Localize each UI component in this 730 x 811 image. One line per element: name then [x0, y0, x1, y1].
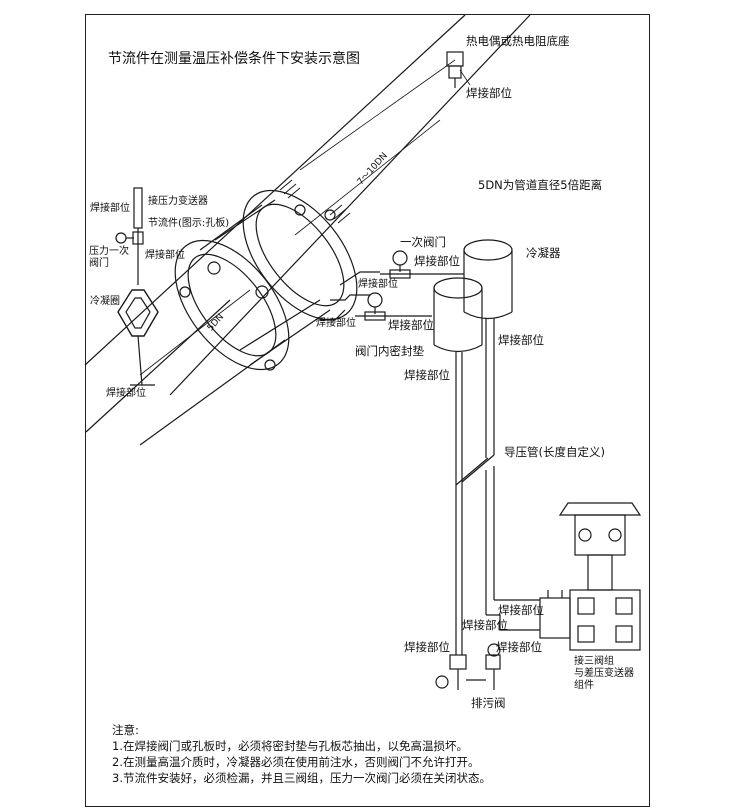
label-pressure-transmitter: 接压力变送器 — [148, 196, 208, 207]
label-condenser: 冷凝器 — [526, 246, 561, 260]
label-weld-left3: 焊接部位 — [316, 318, 356, 329]
manifold-transmitter — [539, 502, 642, 651]
label-pressure-valve-1: 压力一次 — [89, 246, 129, 257]
label-weld-valve2: 焊接部位 — [358, 279, 398, 290]
label-drain-valve: 排污阀 — [471, 696, 506, 710]
note-item-2: 2.在测量高温介质时，冷凝器必须在使用前注水，否则阀门不允许打开。 — [112, 755, 480, 769]
label-orifice: 节流件(图示:孔板) — [148, 218, 230, 229]
label-weld-condenser: 焊接部位 — [498, 333, 544, 347]
diagram-frame — [85, 14, 650, 807]
impulse-pipes — [455, 345, 540, 655]
tapping-pipes — [320, 271, 380, 321]
label-impulse-pipe: 导压管(长度自定义) — [504, 445, 605, 459]
label-thermocouple: 热电偶或热电阻底座 — [466, 34, 570, 48]
condenser-left — [433, 277, 483, 372]
diagram-title: 节流件在测量温压补偿条件下安装示意图 — [108, 51, 360, 67]
label-weld-left: 焊接部位 — [90, 203, 130, 214]
notes-block: 注意: 1.在焊接阀门或孔板时，必须将密封垫与孔板芯抽出，以免高温损坏。 2.在… — [112, 722, 491, 786]
label-weld-tx1: 焊接部位 — [498, 603, 544, 617]
label-weld-top: 焊接部位 — [466, 86, 512, 100]
note-item-3: 3.节流件安装好，必须检漏，并且三阀组，压力一次阀门必须在关闭状态。 — [112, 771, 491, 785]
primary-valves — [355, 250, 440, 321]
label-weld-tx4: 焊接部位 — [404, 640, 450, 654]
pressure-branch — [115, 187, 159, 386]
condenser-right — [440, 239, 513, 345]
label-manifold-3: 组件 — [574, 680, 594, 691]
notes-heading: 注意: — [112, 723, 139, 737]
label-weld-valve3: 焊接部位 — [388, 318, 434, 332]
note-item-1: 1.在焊接阀门或孔板时，必须将密封垫与孔板芯抽出，以免高温损坏。 — [112, 739, 468, 753]
label-weld-bottom-left: 焊接部位 — [106, 388, 146, 399]
label-weld-left2: 焊接部位 — [145, 250, 185, 261]
label-manifold-2: 与差压变送器 — [574, 668, 634, 679]
label-weld-tx3: 焊接部位 — [496, 640, 542, 654]
label-inner-gasket: 阀门内密封垫 — [355, 344, 424, 358]
dimension-lines — [139, 119, 441, 376]
label-manifold-1: 接三阀组 — [574, 656, 614, 667]
label-cold-loop: 冷凝圈 — [90, 296, 120, 307]
label-weld-valve1: 焊接部位 — [414, 254, 460, 268]
label-pressure-valve-2: 阀门 — [89, 258, 109, 269]
label-5dn-note: 5DN为管道直径5倍距离 — [478, 178, 603, 192]
drain-valves — [435, 643, 501, 690]
main-pipeline — [84, 14, 531, 446]
flange-assembly — [174, 179, 358, 371]
label-weld-pipe: 焊接部位 — [404, 368, 450, 382]
thermocouple-base — [446, 51, 471, 88]
label-weld-tx2: 焊接部位 — [462, 618, 508, 632]
label-primary-valve: 一次阀门 — [400, 235, 446, 249]
